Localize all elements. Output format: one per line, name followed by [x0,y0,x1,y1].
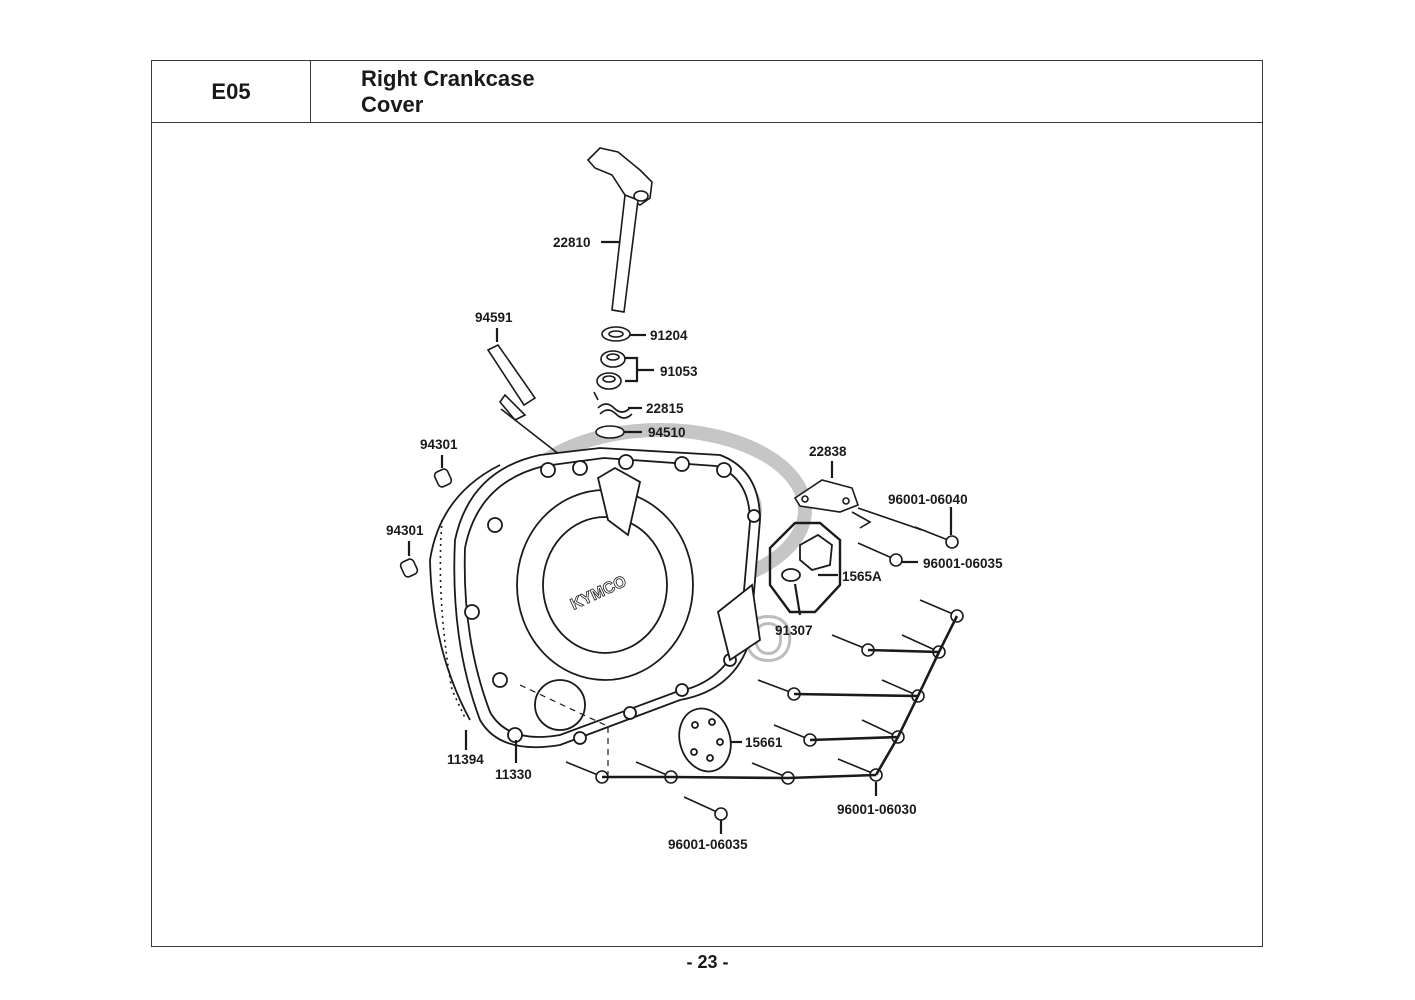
alignment-lines [519,684,609,775]
part-label-22838: 22838 [809,444,847,459]
bolt-leader-lines [602,615,959,780]
part-label-22815: 22815 [646,401,684,416]
part-label-96001-06035-lower: 96001-06035 [668,837,748,852]
oil-plug-part [768,521,842,614]
dipstick-part [486,343,561,456]
part-label-91307: 91307 [775,623,813,638]
part-label-1565a: 1565A [842,569,882,584]
shift-shaft-part [586,147,653,313]
bracket-part [793,479,923,531]
dowel-pins [399,468,453,578]
washer-stack [593,326,633,439]
part-label-22810: 22810 [553,235,591,250]
part-label-15661: 15661 [745,735,783,750]
part-label-94301-lower: 94301 [386,523,424,538]
part-label-11330: 11330 [495,767,532,782]
header-divider [311,122,1262,123]
diagram-frame: E05 Right Crankcase Cover [151,60,1263,947]
section-code: E05 [152,61,311,123]
page-title: Right Crankcase Cover [361,66,535,117]
part-label-96001-06040: 96001-06040 [888,492,968,507]
crankcase-cover [429,447,761,749]
part-label-91053: 91053 [660,364,698,379]
cover-plate-part [678,707,732,773]
page-number: - 23 - [686,952,729,972]
part-label-96001-06035-upper: 96001-06035 [923,556,1003,571]
label-leaders [407,240,953,834]
part-label-94301-upper: 94301 [420,437,458,452]
part-label-11394: 11394 [447,752,484,767]
part-label-94510: 94510 [648,425,686,440]
part-label-94591: 94591 [475,310,513,325]
part-label-96001-06030: 96001-06030 [837,802,917,817]
part-label-91204: 91204 [650,328,688,343]
